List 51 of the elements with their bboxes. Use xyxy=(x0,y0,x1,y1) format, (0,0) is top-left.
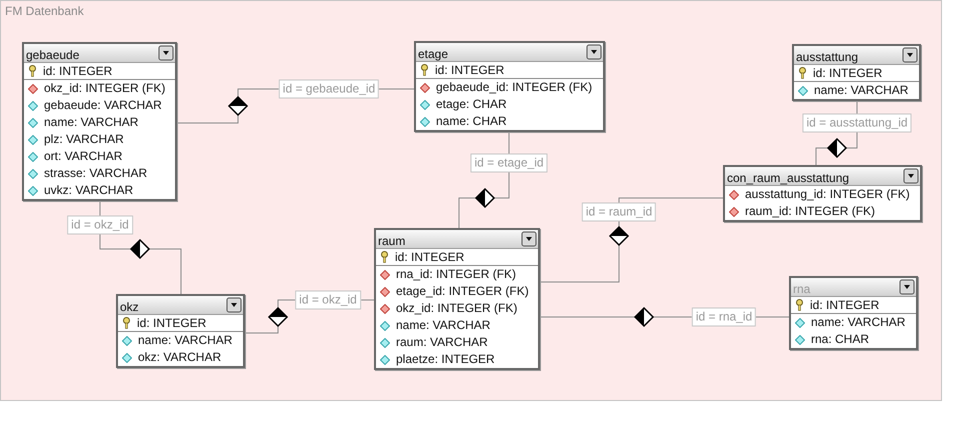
column-name: name: VARCHAR xyxy=(44,115,138,130)
column-name: uvkz: VARCHAR xyxy=(44,183,134,198)
table-box xyxy=(414,41,605,132)
column-name: raum: VARCHAR xyxy=(396,335,488,350)
edge-label: id = raum_id xyxy=(582,202,656,222)
edge-label: id = gebaeude_id xyxy=(278,80,380,98)
column-name: rna: CHAR xyxy=(811,332,870,347)
diagram-title: FM Datenbank xyxy=(5,4,84,18)
column-name: name: VARCHAR xyxy=(396,318,490,333)
column-name: name: VARCHAR xyxy=(811,315,906,330)
table-name: rna xyxy=(793,283,810,296)
edge-label: id = rna_id xyxy=(692,308,756,326)
table-name: con_raum_ausstattung xyxy=(727,172,850,185)
column-name: id: INTEGER xyxy=(813,66,882,80)
edge-label: id = etage_id xyxy=(470,154,548,172)
table-box xyxy=(22,42,177,201)
column-name: raum_id: INTEGER (FK) xyxy=(745,204,876,219)
column-name: etage: CHAR xyxy=(436,97,507,112)
table-box xyxy=(374,228,540,370)
table-name: raum xyxy=(378,235,406,248)
column-name: id: INTEGER xyxy=(810,298,880,312)
column-name: plaetze: INTEGER xyxy=(396,352,495,367)
column-name: id: INTEGER xyxy=(43,64,112,78)
column-name: id: INTEGER xyxy=(137,316,206,330)
column-name: gebaeude: VARCHAR xyxy=(44,98,162,113)
edge-label: id = okz_id xyxy=(295,290,361,310)
column-name: gebaeude_id: INTEGER (FK) xyxy=(436,80,592,95)
table-name: etage xyxy=(418,48,448,61)
column-name: rna_id: INTEGER (FK) xyxy=(396,267,516,282)
column-name: okz: VARCHAR xyxy=(138,350,222,365)
column-name: id: INTEGER xyxy=(435,62,504,78)
column-name: id: INTEGER xyxy=(395,250,464,264)
table-name: gebaeude xyxy=(26,49,80,62)
table-box xyxy=(792,44,921,101)
table-box xyxy=(789,276,918,350)
column-name: etage_id: INTEGER (FK) xyxy=(396,284,529,299)
column-name: ort: VARCHAR xyxy=(44,149,122,164)
table-box xyxy=(723,165,922,222)
column-name: okz_id: INTEGER (FK) xyxy=(44,81,166,96)
table-box xyxy=(116,294,245,368)
table-name: okz xyxy=(120,301,139,314)
column-name: name: CHAR xyxy=(436,114,507,129)
edge-label: id = okz_id xyxy=(67,216,133,234)
column-name: strasse: VARCHAR xyxy=(44,166,148,181)
column-name: name: VARCHAR xyxy=(138,333,232,348)
column-name: name: VARCHAR xyxy=(814,83,908,98)
column-name: plz: VARCHAR xyxy=(44,132,124,147)
edge-label: id = ausstattung_id xyxy=(802,114,912,132)
column-name: ausstattung_id: INTEGER (FK) xyxy=(745,187,910,202)
column-name: okz_id: INTEGER (FK) xyxy=(396,301,518,316)
table-name: ausstattung xyxy=(796,51,858,64)
